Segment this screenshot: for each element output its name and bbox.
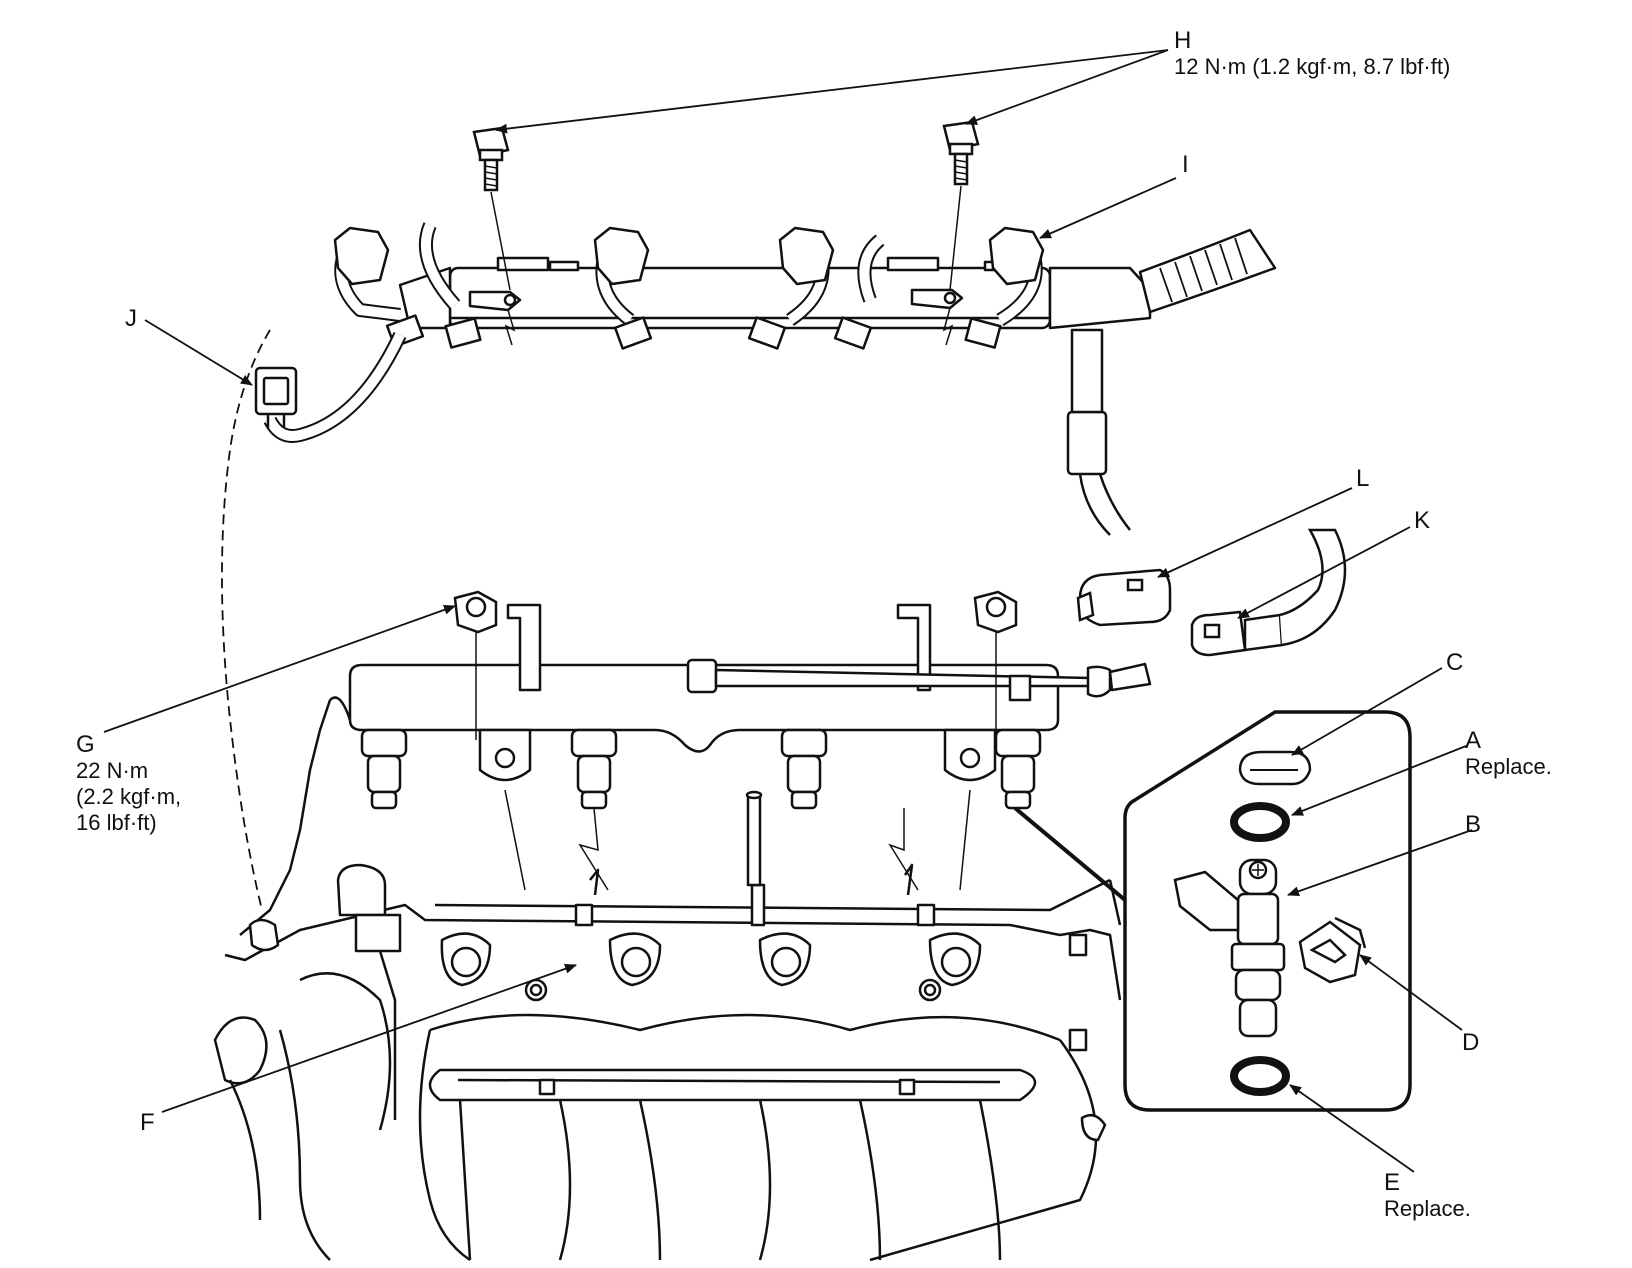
callout-b: B	[1465, 811, 1481, 838]
callout-k: K	[1414, 507, 1430, 534]
o-ring-lower	[1230, 1056, 1290, 1096]
callout-g-torque-line2: (2.2 kgf·m,	[76, 784, 181, 809]
sub-harness-connector-j	[254, 366, 298, 428]
callout-g-torque-line1: 22 N·m	[76, 758, 148, 783]
fuel-line-connector-l	[1076, 568, 1172, 627]
callout-l: L	[1356, 465, 1369, 492]
fuel-line-connector-k	[1190, 528, 1347, 657]
harness-bolt-left	[472, 126, 510, 192]
callout-j: J	[125, 305, 137, 332]
callout-h-torque: 12 N·m (1.2 kgf·m, 8.7 lbf·ft)	[1174, 54, 1450, 79]
injector-clip	[1298, 916, 1367, 984]
harness-routing-dashed-line	[221, 329, 271, 911]
injector-detail-inset	[1013, 710, 1412, 1112]
callout-e: E	[1384, 1169, 1400, 1196]
harness-bolt-right	[942, 120, 980, 186]
fuel-injector-detail	[1173, 858, 1286, 1038]
callout-f: F	[140, 1109, 155, 1136]
fuel-rail-nut-right	[973, 590, 1018, 634]
fuel-rail-nut-left	[453, 590, 498, 634]
fuel-injectors-installed	[360, 728, 1042, 810]
intake-manifold	[213, 696, 1122, 1262]
callout-g-torque-line3: 16 lbf·ft)	[76, 810, 157, 835]
callout-d: D	[1462, 1029, 1479, 1056]
callout-c: C	[1446, 649, 1463, 676]
callout-e-note: Replace.	[1384, 1196, 1471, 1221]
callout-i: I	[1182, 151, 1189, 178]
callout-h: H	[1174, 27, 1191, 54]
fuel-rail-assembly	[348, 603, 1152, 782]
injector-wire-harness	[263, 222, 1277, 536]
o-ring-upper	[1230, 802, 1290, 842]
callout-a: A	[1465, 727, 1481, 754]
callout-leaders	[103, 49, 1473, 1173]
callout-g: G	[76, 731, 95, 758]
callout-a-note: Replace.	[1465, 754, 1552, 779]
callout-labels: H 12 N·m (1.2 kgf·m, 8.7 lbf·ft) I J L K…	[76, 27, 1552, 1221]
